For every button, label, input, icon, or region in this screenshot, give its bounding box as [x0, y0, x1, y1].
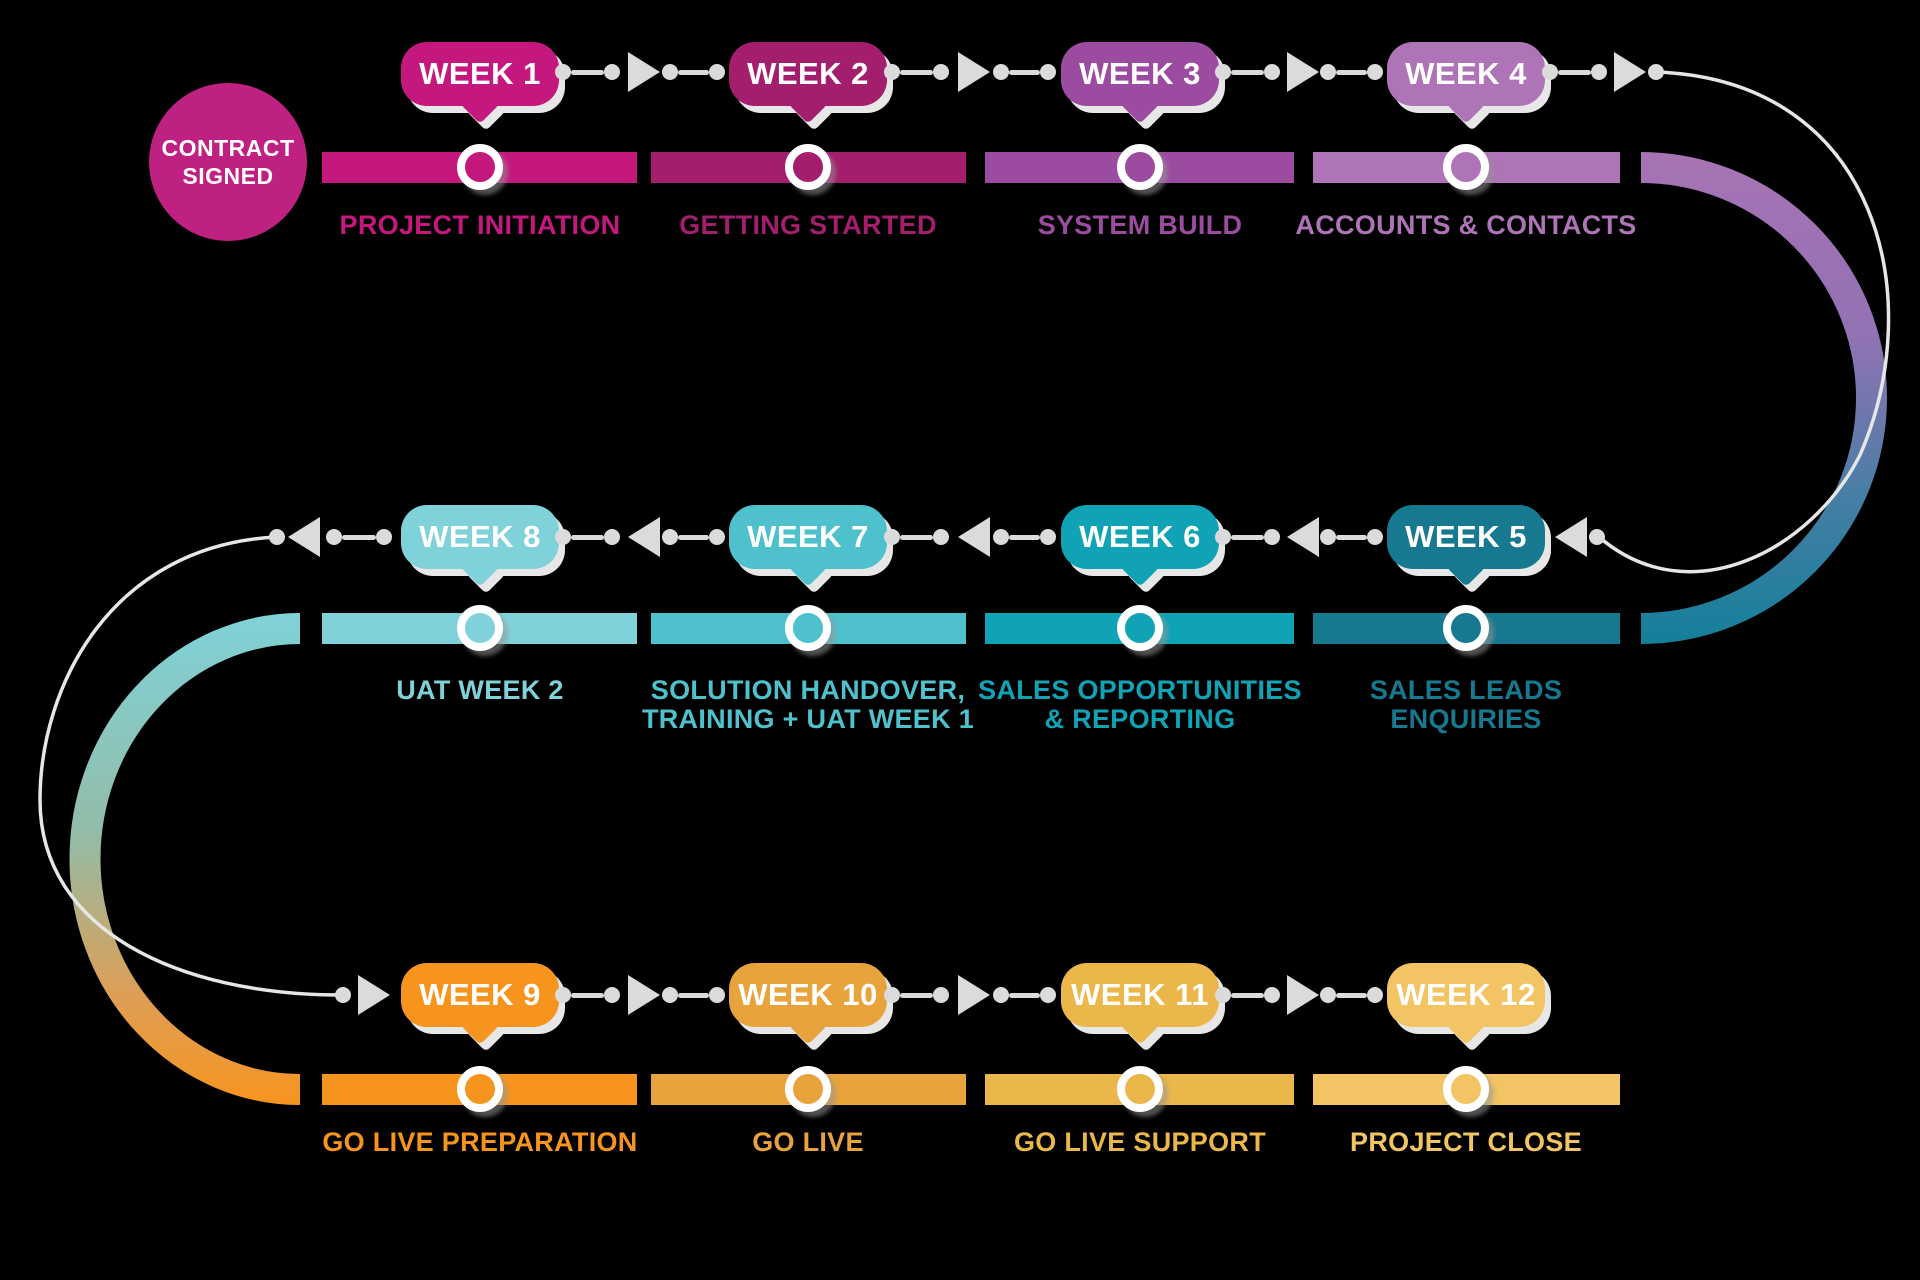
flow-arrow-icon [1287, 975, 1319, 1015]
week-6-label: SALES OPPORTUNITIES& REPORTING [978, 675, 1302, 734]
flow-arrow-icon [628, 517, 660, 557]
week-4-label: ACCOUNTS & CONTACTS [1295, 210, 1637, 240]
week-12-badge: WEEK 12 [1387, 963, 1545, 1045]
week-11-badge: WEEK 11 [1061, 963, 1219, 1045]
week-6-milestone-ring [1117, 605, 1163, 651]
week-9-milestone-ring [457, 1066, 503, 1112]
contract-signed-line2: SIGNED [182, 163, 274, 189]
contract-signed-line1: CONTRACT [161, 135, 295, 161]
week-3-milestone-ring [1117, 144, 1163, 190]
week-9-badge: WEEK 9 [401, 963, 559, 1045]
flow-arrow-icon [958, 517, 990, 557]
week-2-milestone-ring [785, 144, 831, 190]
flow-arrow-icon [1555, 517, 1587, 557]
week-12-label: PROJECT CLOSE [1350, 1127, 1582, 1157]
flow-arrow-icon [958, 52, 990, 92]
flow-arrow-icon [628, 975, 660, 1015]
week-9-label: GO LIVE PREPARATION [322, 1127, 638, 1157]
flow-arrow-icon [1614, 52, 1646, 92]
flow-arrow-icon [1287, 517, 1319, 557]
week-1-label: PROJECT INITIATION [339, 210, 621, 240]
flow-arrow-icon [958, 975, 990, 1015]
week-12-milestone-ring [1443, 1066, 1489, 1112]
week-2-badge: WEEK 2 [729, 42, 887, 124]
week-5-milestone-ring [1443, 605, 1489, 651]
week-1-badge: WEEK 1 [401, 42, 559, 124]
week-3-badge: WEEK 3 [1061, 42, 1219, 124]
week-11-label: GO LIVE SUPPORT [1013, 1127, 1267, 1157]
week-10-label: GO LIVE [752, 1127, 864, 1157]
week-8-milestone-ring [457, 605, 503, 651]
right-turn-ribbon [1640, 152, 1887, 644]
week-5-badge: WEEK 5 [1387, 505, 1545, 587]
week-4-badge: WEEK 4 [1387, 42, 1545, 124]
left-turn-ribbon [69, 613, 301, 1105]
week-7-milestone-ring [785, 605, 831, 651]
week-1-milestone-ring [457, 144, 503, 190]
week-10-milestone-ring [785, 1066, 831, 1112]
flow-arrow-icon [358, 975, 390, 1015]
week-6-badge: WEEK 6 [1061, 505, 1219, 587]
week-11-milestone-ring [1117, 1066, 1163, 1112]
week-8-badge: WEEK 8 [401, 505, 559, 587]
week-10-badge: WEEK 10 [729, 963, 887, 1045]
week-7-badge: WEEK 7 [729, 505, 887, 587]
flow-arrow-icon [628, 52, 660, 92]
contract-signed-node: CONTRACT SIGNED [149, 83, 307, 241]
week-8-label: UAT WEEK 2 [396, 675, 564, 705]
right-thin-flow-line [1597, 70, 1891, 574]
flow-arrow-icon [288, 517, 320, 557]
week-4-milestone-ring [1443, 144, 1489, 190]
left-thin-flow-line [38, 535, 342, 997]
week-7-label: SOLUTION HANDOVER,TRAINING + UAT WEEK 1 [641, 675, 975, 734]
week-2-label: GETTING STARTED [679, 210, 937, 240]
flow-arrow-icon [1287, 52, 1319, 92]
week-3-label: SYSTEM BUILD [1037, 210, 1243, 240]
